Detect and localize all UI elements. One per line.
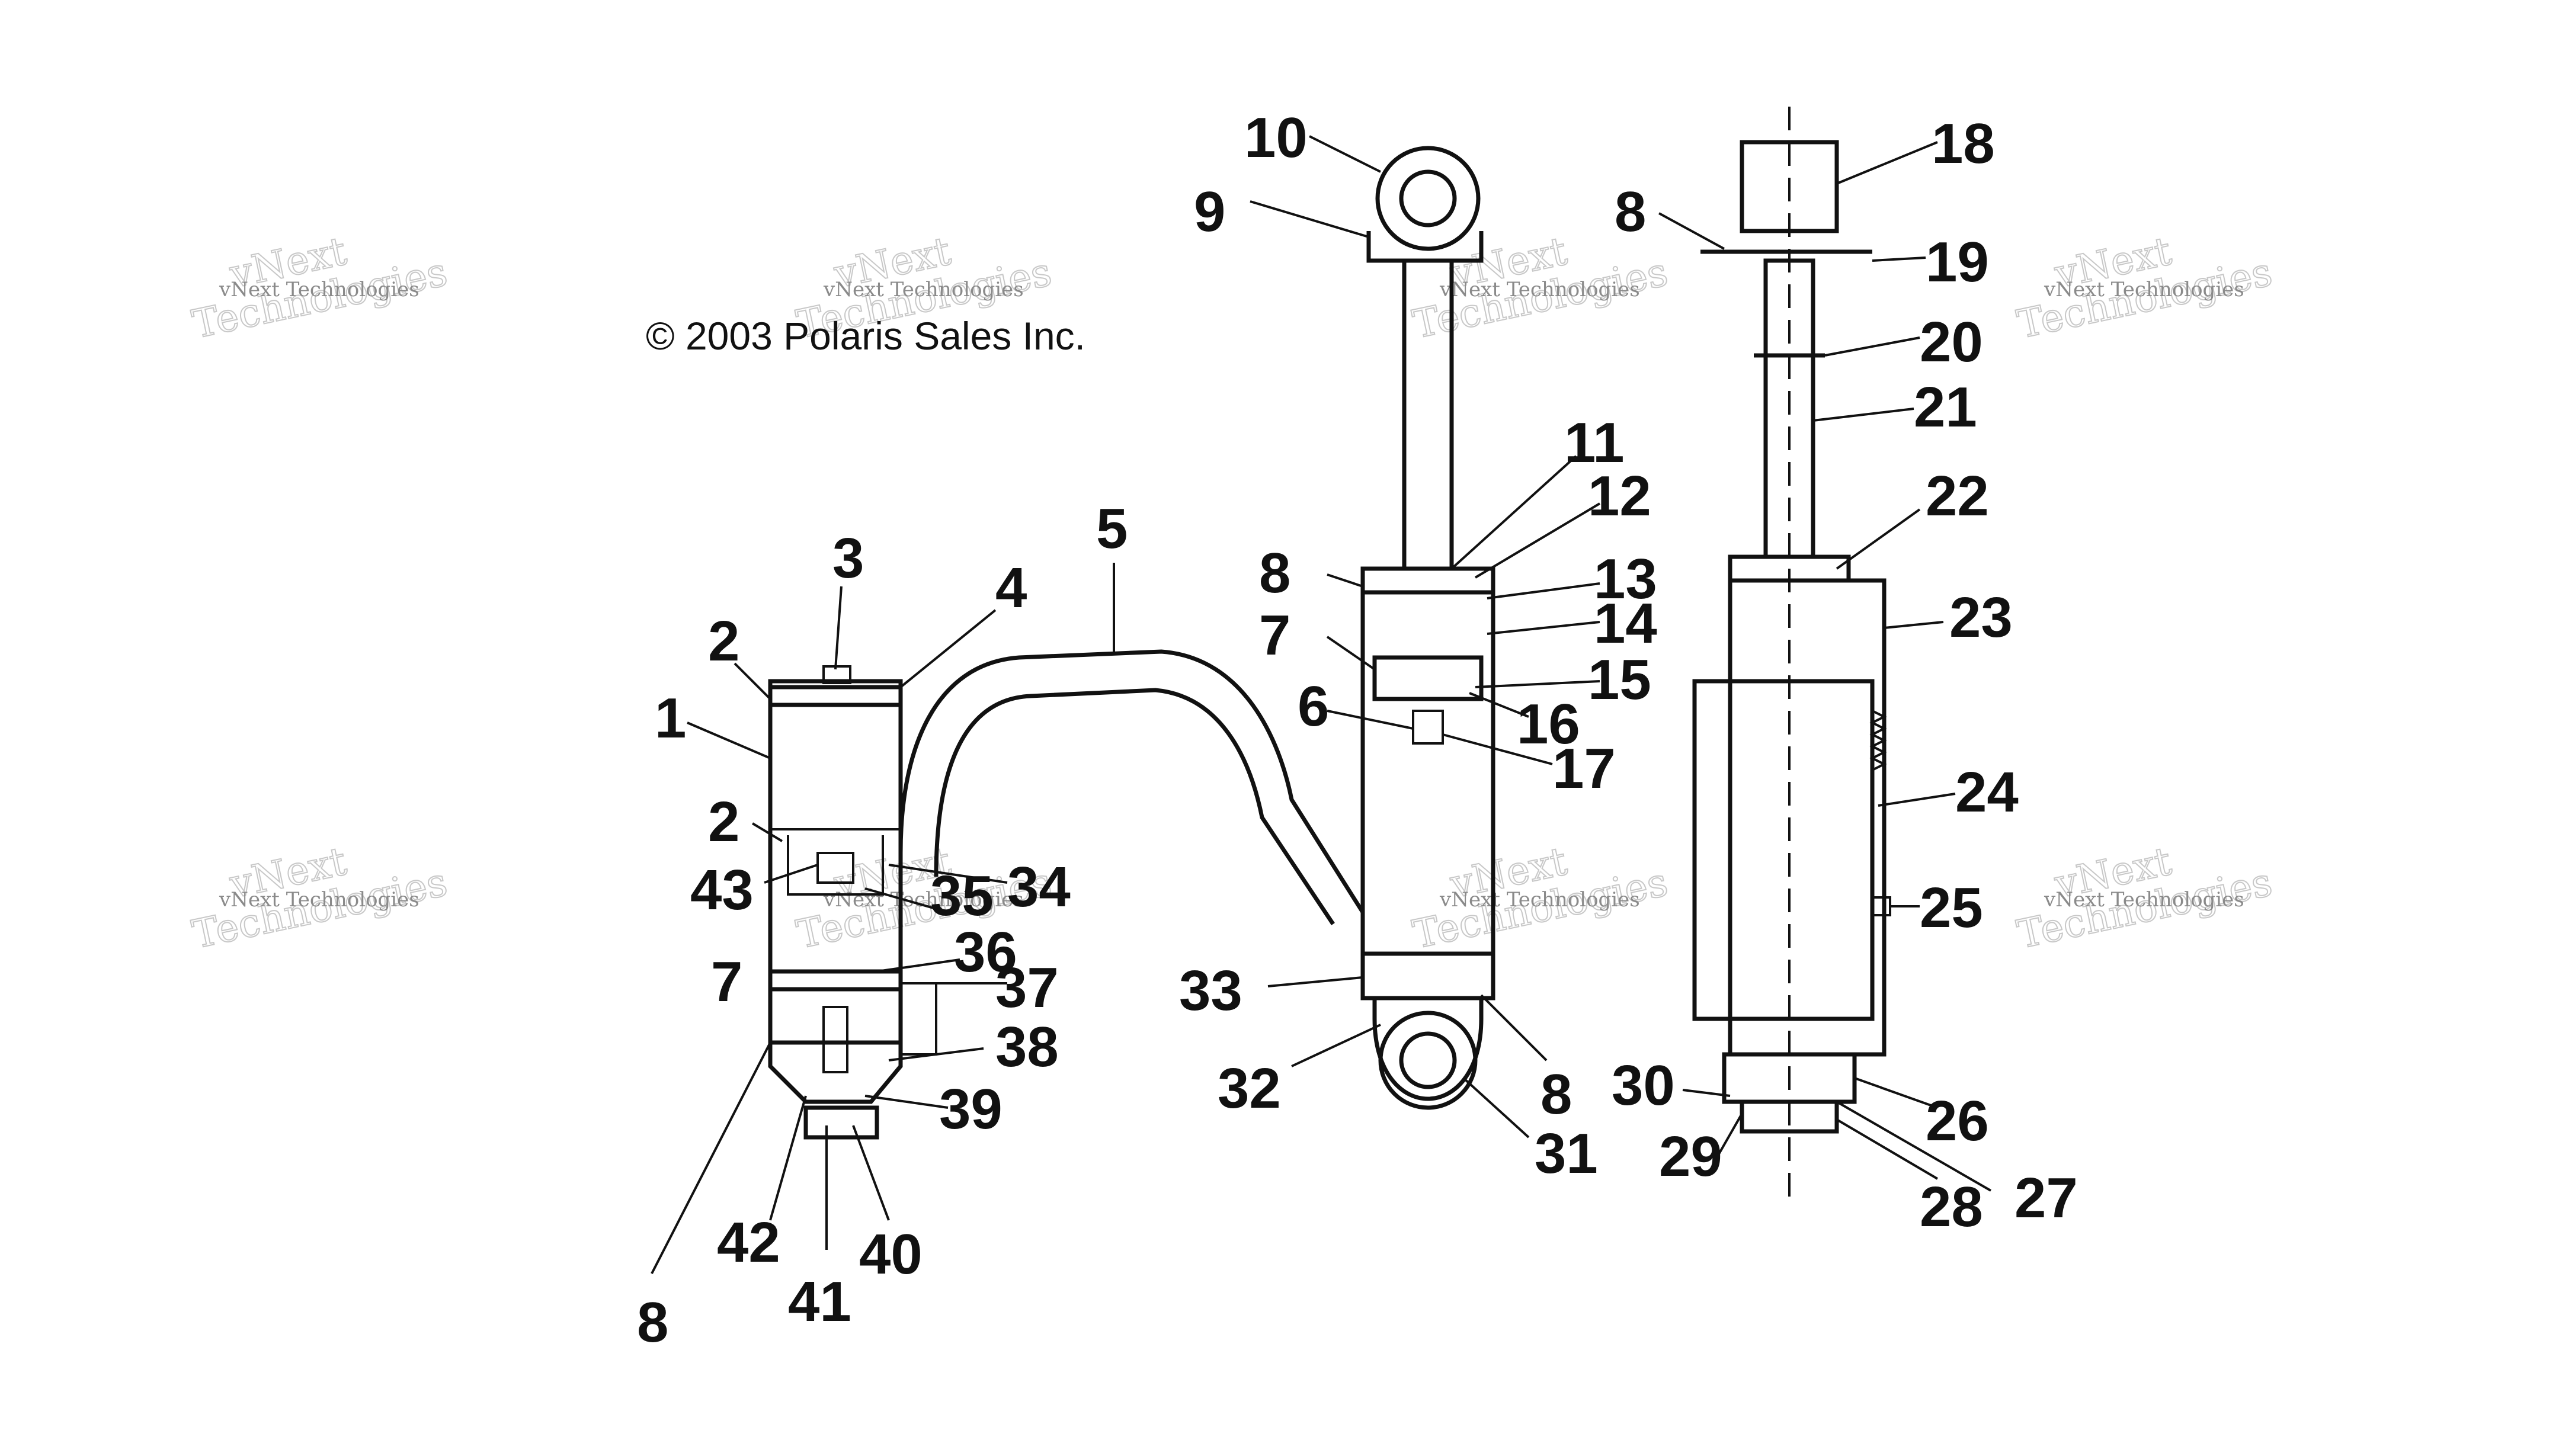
watermark-bottom-right: vNext Technologies vNext Technologies <box>2013 838 2276 958</box>
piston-valve-stack <box>1372 655 1484 701</box>
callout-4: 4 <box>995 556 1027 620</box>
watermark-bottom-center: vNext Technologies vNext Technologies <box>1408 838 1672 958</box>
callout-28: 28 <box>1920 1175 1983 1239</box>
callout-18: 18 <box>1932 112 1995 175</box>
bottom-eye-outer <box>1378 1011 1478 1110</box>
reservoir-fitting <box>899 982 937 1056</box>
callout-10: 10 <box>1244 106 1308 169</box>
callout-37: 37 <box>995 956 1059 1019</box>
reservoir-piston <box>787 835 884 896</box>
reservoir-cap <box>768 679 903 707</box>
callout-20: 20 <box>1920 310 1983 374</box>
bottom-eye-body <box>1372 998 1484 1101</box>
callout-12: 12 <box>1588 464 1651 528</box>
reservoir-bolt <box>822 1006 848 1073</box>
top-eye-outer <box>1375 146 1481 251</box>
callout-8-bottom: 8 <box>1540 1063 1572 1126</box>
callout-24: 24 <box>1955 761 2019 824</box>
callout-2-lower: 2 <box>708 790 739 854</box>
callout-40: 40 <box>859 1223 923 1286</box>
callout-21: 21 <box>1914 376 1977 439</box>
callout-8-top: 8 <box>1259 541 1290 605</box>
svg-text:vNext Technologies: vNext Technologies <box>219 888 419 912</box>
callout-8-right: 8 <box>1615 180 1646 243</box>
center-shock-assembly <box>1360 146 1495 1110</box>
reservoir-body <box>768 685 903 1045</box>
reservoir-seal-stack <box>768 969 903 992</box>
callout-30: 30 <box>1612 1054 1675 1117</box>
shock-bottom-cap <box>1360 951 1495 1000</box>
callout-7-left: 7 <box>711 950 742 1014</box>
callout-numbers: 1 2 2 3 4 5 6 7 7 8 8 8 8 9 10 11 12 13 … <box>637 106 2078 1354</box>
callout-13: 13 <box>1594 547 1657 611</box>
callout-31: 31 <box>1535 1122 1598 1185</box>
callout-5: 5 <box>1096 497 1128 560</box>
watermark-top-left: vNext Technologies vNext Technologies <box>188 227 451 348</box>
svg-text:vNext Technologies: vNext Technologies <box>219 278 419 302</box>
callout-14: 14 <box>1594 592 1657 655</box>
leader-lines <box>651 135 1991 1274</box>
top-eye-bushing <box>1399 169 1457 227</box>
callout-15: 15 <box>1588 648 1651 711</box>
callout-27: 27 <box>2014 1166 2078 1230</box>
svg-text:vNext Technologies: vNext Technologies <box>823 278 1024 302</box>
bottom-mount <box>1740 1099 1839 1134</box>
svg-text:vNext Technologies: vNext Technologies <box>1439 888 1640 912</box>
reservoir-knob <box>803 1105 879 1140</box>
watermark-bottom-left: vNext Technologies vNext Technologies <box>188 838 451 958</box>
reservoir-valve <box>822 665 851 684</box>
callout-39: 39 <box>939 1077 1003 1141</box>
reservoir-piston-cap <box>816 852 854 884</box>
watermark-top-right: vNext Technologies vNext Technologies <box>2013 227 2276 348</box>
callout-2: 2 <box>708 610 739 673</box>
callout-3: 3 <box>832 527 864 590</box>
callout-1: 1 <box>655 687 686 750</box>
callout-7: 7 <box>1259 604 1290 667</box>
reservoir-hose <box>898 649 1365 925</box>
callout-29: 29 <box>1659 1125 1722 1188</box>
callout-8-left: 8 <box>637 1291 668 1354</box>
callout-42: 42 <box>717 1211 780 1274</box>
callout-16: 16 <box>1517 692 1580 756</box>
callout-11: 11 <box>1564 411 1624 474</box>
callout-34: 34 <box>1007 855 1071 919</box>
callout-35: 35 <box>930 864 994 928</box>
callout-6: 6 <box>1298 675 1329 738</box>
callout-38: 38 <box>995 1015 1059 1079</box>
callout-32: 32 <box>1218 1057 1281 1120</box>
shock-top-cap <box>1360 566 1495 595</box>
svg-text:vNext Technologies: vNext Technologies <box>2044 888 2244 912</box>
callout-9: 9 <box>1194 180 1225 243</box>
callout-19: 19 <box>1926 230 1989 294</box>
top-clevis <box>1740 140 1839 233</box>
svg-text:vNext Technologies: vNext Technologies <box>1439 278 1640 302</box>
callout-43: 43 <box>690 858 754 922</box>
piston-nut <box>1412 710 1444 745</box>
body-housing <box>1728 578 1887 1057</box>
adjuster-knob <box>1871 896 1891 916</box>
svg-text:vNext Technologies: vNext Technologies <box>2044 278 2244 302</box>
callout-22: 22 <box>1926 464 1989 528</box>
reservoir-assembly <box>768 665 937 1140</box>
copyright-text: © 2003 Polaris Sales Inc. <box>646 314 1085 358</box>
callout-41: 41 <box>788 1270 851 1333</box>
callout-36: 36 <box>954 921 1017 984</box>
bottom-eye-bushing <box>1399 1031 1457 1089</box>
svg-text:vNext Technologies: vNext Technologies <box>823 888 1024 912</box>
callout-17: 17 <box>1552 737 1616 800</box>
spring-coil <box>1869 710 1887 771</box>
reservoir-side <box>1692 679 1875 1021</box>
callout-25: 25 <box>1920 876 1983 939</box>
right-shock-assembly <box>1692 107 1891 1197</box>
callout-33: 33 <box>1179 959 1242 1022</box>
callout-26: 26 <box>1926 1089 1989 1153</box>
callout-23: 23 <box>1949 586 2013 649</box>
